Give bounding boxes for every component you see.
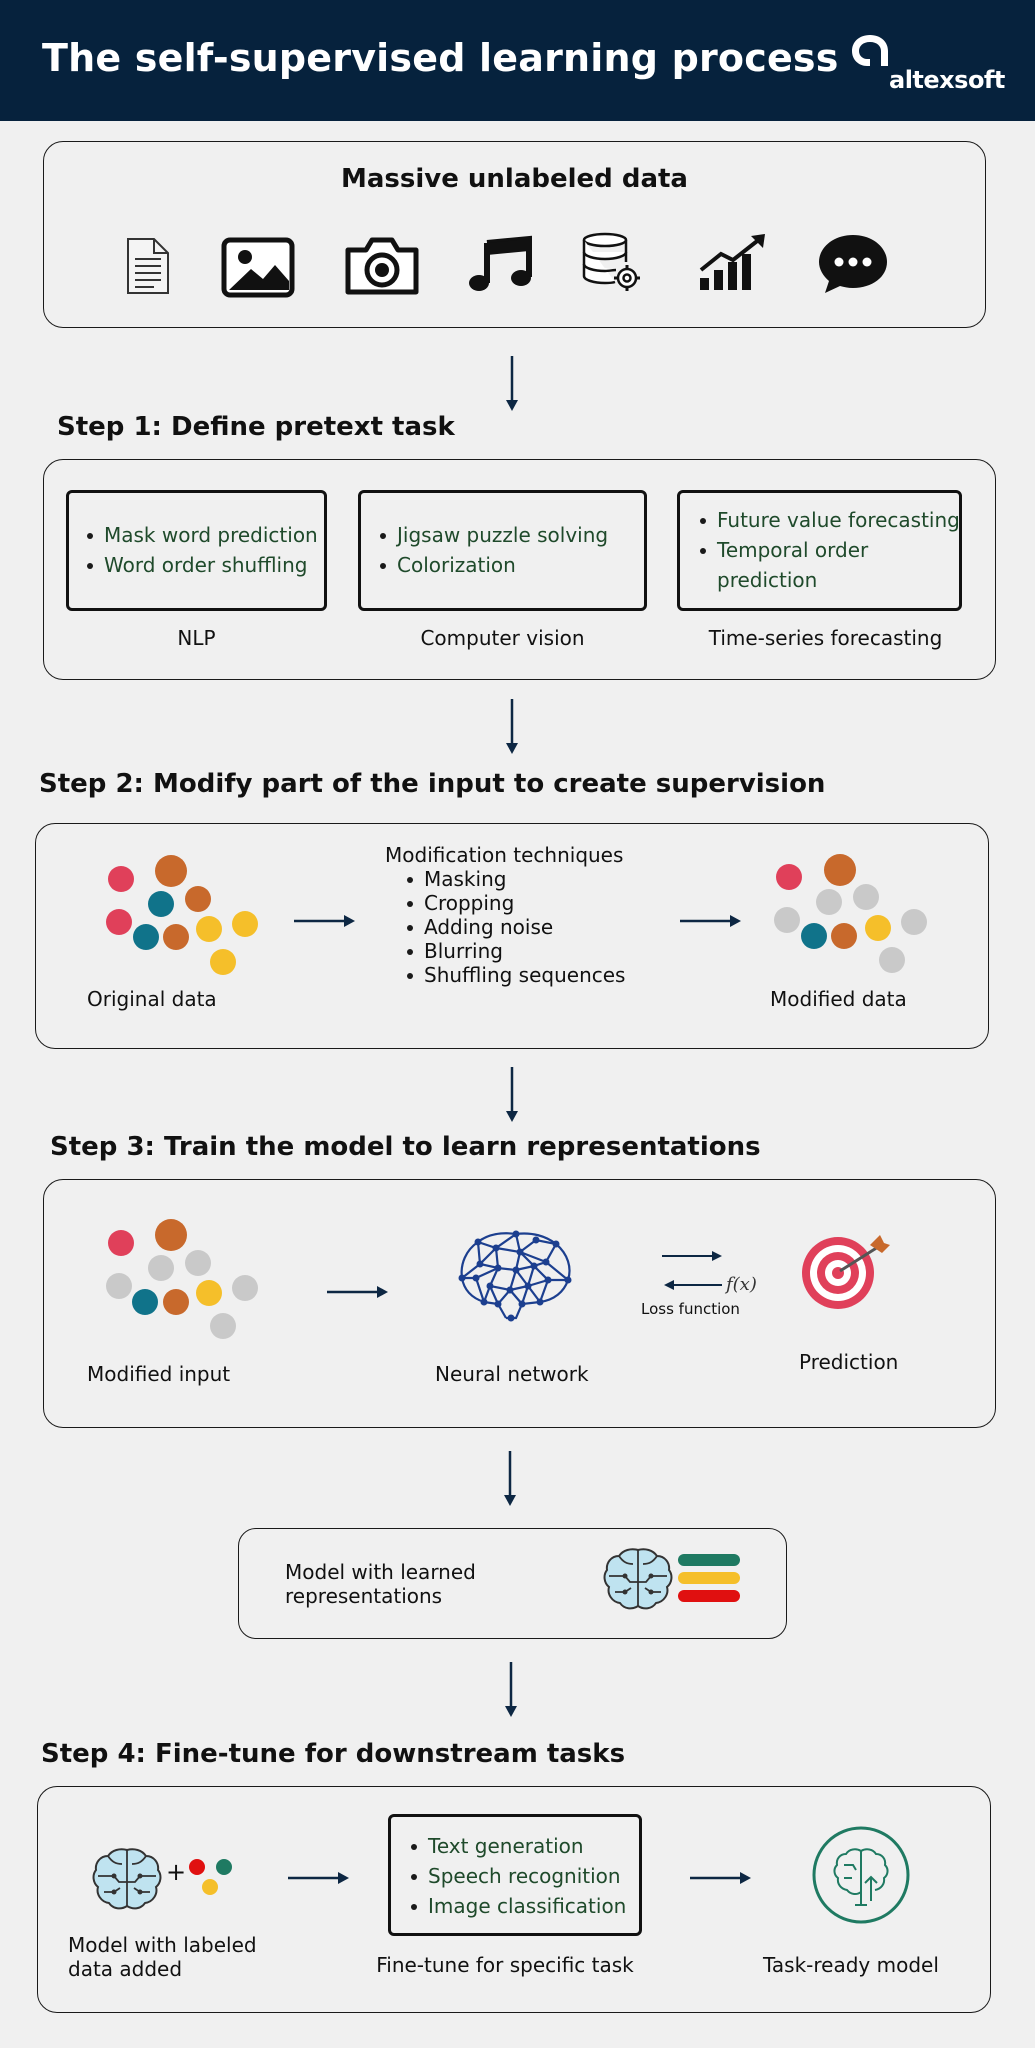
image-icon <box>221 237 295 298</box>
labeled-brain-icon <box>92 1848 162 1910</box>
growth-chart-icon <box>699 234 765 290</box>
target-icon <box>802 1235 890 1309</box>
learned-model-label-line1: Model with learned <box>285 1560 476 1584</box>
music-icon <box>469 235 532 291</box>
labeled-data-dots <box>189 1859 232 1895</box>
step4-title: Step 4: Fine-tune for downstream tasks <box>41 1739 626 1769</box>
prediction-label: Prediction <box>799 1350 899 1374</box>
unlabeled-data-title: Massive unlabeled data <box>341 164 688 194</box>
representation-bars-icon <box>678 1554 740 1602</box>
arrow-to-ready <box>690 1872 751 1884</box>
flow-arrow-2 <box>506 699 518 754</box>
step3-title: Step 3: Train the model to learn represe… <box>50 1132 761 1162</box>
flow-arrow-1 <box>506 356 518 411</box>
learned-model-label: Model with learned representations <box>285 1560 476 1608</box>
labeled-model-label-line2: data added <box>68 1957 183 1981</box>
modified-data-label: Modified data <box>770 987 907 1011</box>
task-item: Jigsaw puzzle solving <box>377 520 608 550</box>
loss-function-label: Loss function <box>641 1300 740 1318</box>
flow-arrow-4 <box>504 1451 516 1506</box>
arrow-to-techniques <box>294 915 355 927</box>
timeseries-label: Time-series forecasting <box>708 626 943 650</box>
flow-arrow-3 <box>506 1067 518 1122</box>
finetune-task-list: Text generation Speech recognition Image… <box>408 1831 626 1921</box>
techniques-list: Masking Cropping Adding noise Blurring S… <box>404 867 625 987</box>
labeled-model-label-line1: Model with labeled <box>68 1933 257 1957</box>
arrow-to-network <box>327 1286 388 1298</box>
neural-network-label: Neural network <box>435 1362 589 1386</box>
loss-function-symbol: f(x) <box>726 1274 757 1295</box>
loss-backward-arrow <box>664 1280 722 1290</box>
step1-title: Step 1: Define pretext task <box>57 412 455 442</box>
arrow-to-finetune <box>288 1872 349 1884</box>
task-item: Colorization <box>377 550 608 580</box>
timeseries-task-card <box>677 490 962 611</box>
vision-task-list: Jigsaw puzzle solving Colorization <box>377 520 608 580</box>
arrow-to-modified <box>680 915 741 927</box>
flow-arrow-5 <box>505 1662 517 1717</box>
camera-icon <box>345 237 419 295</box>
plus-sign: + <box>166 1858 187 1886</box>
task-ready-model-icon <box>812 1826 910 1924</box>
nlp-task-card <box>66 490 327 611</box>
nlp-label: NLP <box>177 626 216 650</box>
task-item: Speech recognition <box>408 1861 626 1891</box>
vision-task-card <box>358 490 647 611</box>
finetune-task-card <box>388 1814 642 1936</box>
task-item: Word order shuffling <box>84 550 318 580</box>
learned-model-label-line2: representations <box>285 1584 443 1608</box>
page-title: The self-supervised learning process <box>42 36 839 80</box>
task-item: Image classification <box>408 1891 626 1921</box>
original-data-label: Original data <box>87 987 217 1011</box>
techniques-title: Modification techniques <box>385 843 624 867</box>
task-item: Text generation <box>408 1831 626 1861</box>
unlabeled-data-box <box>43 141 986 328</box>
neural-network-icon <box>458 1230 572 1322</box>
modified-input-label: Modified input <box>87 1362 231 1386</box>
nlp-task-list: Mask word prediction Word order shufflin… <box>84 520 318 580</box>
task-item: Mask word prediction <box>84 520 318 550</box>
vision-label: Computer vision <box>420 626 585 650</box>
task-item: Future value forecasting <box>697 505 960 535</box>
database-icon <box>582 232 640 291</box>
task-ready-label: Task-ready model <box>763 1953 939 1977</box>
brain-icon <box>603 1548 673 1610</box>
timeseries-task-list: Future value forecasting Temporal order … <box>697 505 960 595</box>
chat-bubble-icon <box>819 235 887 293</box>
technique-item: Blurring <box>404 939 625 963</box>
document-icon <box>127 238 169 294</box>
labeled-model-label: Model with labeled data added <box>68 1933 257 1981</box>
finetune-label: Fine-tune for specific task <box>376 1953 634 1977</box>
technique-item: Adding noise <box>404 915 625 939</box>
modified-input-dots <box>106 1219 258 1339</box>
original-data-dots <box>106 855 258 975</box>
technique-item: Shuffling sequences <box>404 963 625 987</box>
technique-item: Cropping <box>404 891 625 915</box>
brand-name: altexsoft <box>889 66 1005 94</box>
modified-data-dots <box>774 854 927 973</box>
loss-forward-arrow <box>662 1251 722 1261</box>
altexsoft-logo-icon <box>852 35 888 66</box>
task-item: Temporal order prediction <box>697 535 897 595</box>
step2-title: Step 2: Modify part of the input to crea… <box>39 769 826 799</box>
technique-item: Masking <box>404 867 625 891</box>
